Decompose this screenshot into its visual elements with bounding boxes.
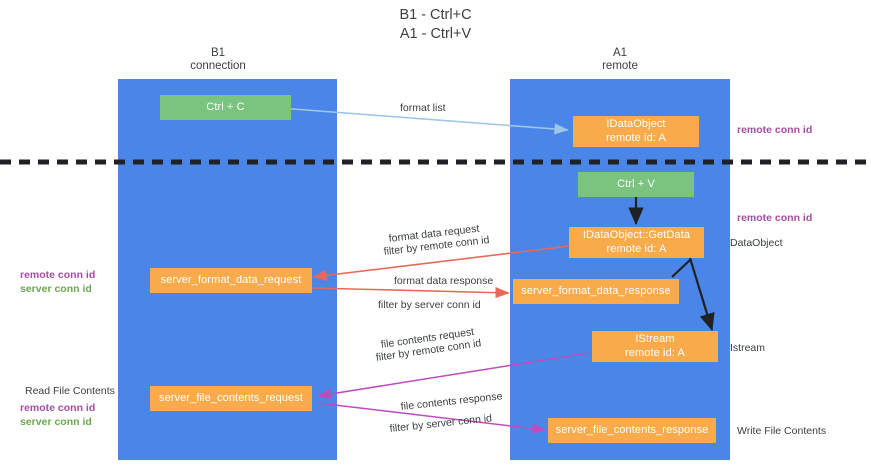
node-istream[interactable]: IStream remote id: A: [592, 331, 718, 362]
annotation-write-file-contents: Write File Contents: [737, 425, 827, 437]
node-server-file-contents-response[interactable]: server_file_contents_response: [548, 418, 716, 443]
edge-label-file-contents-response: file contents response: [400, 390, 503, 413]
edge-label-file-contents-response-filter: filter by server conn id: [389, 411, 493, 436]
annotation-conn-ids-bottom: remote conn id server conn id: [20, 401, 95, 429]
edge-label-format-list: format list: [400, 102, 446, 114]
lane-header-a1: A1 remote: [510, 47, 730, 73]
node-getdata-title: IDataObject::GetData: [582, 229, 691, 241]
node-getdata[interactable]: IDataObject::GetData remote id: A: [569, 227, 704, 258]
title-line-2: A1 - Ctrl+V: [399, 26, 472, 42]
node-ctrl-c-label: Ctrl + C: [206, 100, 245, 113]
node-ctrl-v[interactable]: Ctrl + V: [578, 172, 694, 197]
annotation-dataobject: DataObject: [730, 237, 783, 249]
annotation-remote-conn-id-mid: remote conn id: [737, 212, 813, 224]
node-idataobject[interactable]: IDataObject remote id: A: [573, 116, 699, 147]
node-istream-title: IStream: [635, 333, 675, 345]
node-server-file-contents-request[interactable]: server_file_contents_request: [150, 386, 312, 411]
node-server-format-data-response-label: server_format_data_response: [521, 284, 671, 297]
annotation-istream: Istream: [730, 342, 766, 354]
page-title: B1 - Ctrl+C A1 - Ctrl+V: [0, 6, 871, 44]
filter-key-server-conn-id: server conn id: [414, 299, 481, 311]
lane-header-a1-name: A1: [612, 47, 628, 59]
lane-header-b1: B1 connection: [108, 47, 328, 73]
node-getdata-subtitle: remote id: A: [606, 242, 667, 255]
node-server-file-contents-response-label: server_file_contents_response: [555, 423, 709, 436]
filter-prefix: filter by: [389, 419, 427, 435]
filter-prefix: filter by: [378, 299, 415, 311]
annotation-server-conn-id-left-mid: server conn id: [20, 283, 92, 295]
annotation-read-file-contents: Read File Contents: [25, 385, 115, 397]
lane-header-b1-role: connection: [190, 60, 246, 72]
node-server-file-contents-request-label: server_file_contents_request: [158, 391, 304, 404]
node-ctrl-c[interactable]: Ctrl + C: [160, 95, 291, 120]
node-server-format-data-response[interactable]: server_format_data_response: [513, 279, 679, 304]
lane-header-a1-role: remote: [602, 60, 638, 72]
node-istream-subtitle: remote id: A: [625, 346, 685, 359]
annotation-remote-conn-id-left-mid: remote conn id: [20, 269, 96, 281]
node-idataobject-title: IDataObject: [606, 118, 666, 130]
node-ctrl-v-label: Ctrl + V: [617, 177, 655, 190]
filter-key-server-conn-id: server conn id: [425, 412, 493, 432]
lane-header-b1-name: B1: [210, 47, 226, 59]
edge-label-format-data-response: format data response: [394, 275, 494, 287]
arrow-format-data-response: [312, 287, 510, 299]
node-server-format-data-request-label: server_format_data_request: [160, 273, 302, 286]
annotation-server-conn-id-left-bottom: server conn id: [20, 416, 92, 428]
title-line-1: B1 - Ctrl+C: [399, 7, 472, 23]
annotation-remote-conn-id-top: remote conn id: [737, 124, 813, 136]
node-server-format-data-request[interactable]: server_format_data_request: [150, 268, 312, 293]
filter-prefix: filter by: [383, 241, 422, 258]
node-idataobject-subtitle: remote id: A: [606, 131, 666, 144]
filter-prefix: filter by: [375, 346, 414, 364]
annotation-remote-conn-id-left-bottom: remote conn id: [20, 402, 96, 414]
annotation-conn-ids-mid: remote conn id server conn id: [20, 268, 95, 296]
edge-label-format-data-response-filter: filter by server conn id: [378, 298, 481, 312]
